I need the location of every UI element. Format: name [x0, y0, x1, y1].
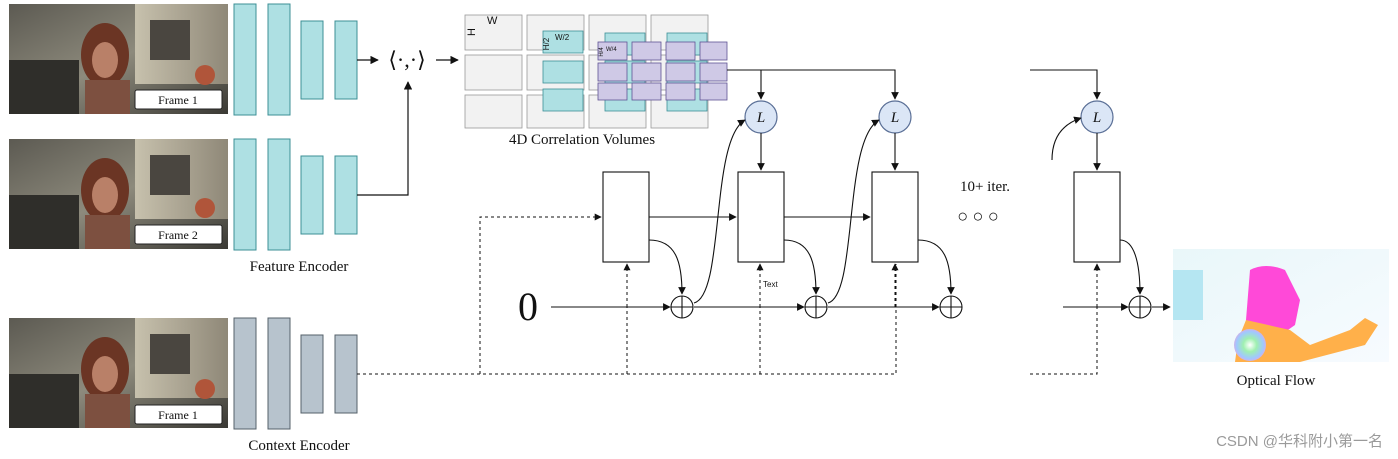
- input-frame-1: Frame 1: [9, 4, 228, 114]
- input-frame-2: Frame 2: [9, 139, 228, 249]
- arrow-block4-to-sum4: [1119, 239, 1144, 295]
- iteration-label: 10+ iter.: [960, 179, 1010, 195]
- update-block-2: [737, 171, 785, 263]
- optical-flow-image: [1173, 249, 1389, 362]
- context-layer: [267, 317, 291, 430]
- update-block-4: [1073, 171, 1121, 263]
- lookup-operator-2: L: [878, 100, 912, 134]
- feature-layer: [267, 3, 291, 116]
- feature-encoder-top: [233, 3, 358, 116]
- input-frame-context: Frame 1: [9, 318, 228, 428]
- level2-w-label: W/2: [555, 33, 570, 42]
- flow-region-cyan: [1173, 270, 1203, 320]
- feature-layer: [334, 20, 358, 100]
- lookup-2-label: L: [890, 110, 899, 126]
- flow-region-orange: [1235, 318, 1378, 362]
- context-layer: [300, 334, 324, 414]
- feature-encoder-label: Feature Encoder: [250, 259, 349, 275]
- frame-1-label: Frame 1: [158, 93, 198, 107]
- arrow-sum1-to-lookup: [693, 119, 746, 304]
- flow-region-rainbow: [1234, 329, 1266, 361]
- update-block-3: [871, 171, 919, 263]
- context-line-main: [357, 264, 897, 375]
- level3-w-label: W/4: [606, 47, 617, 53]
- level1-w-label: W: [487, 15, 498, 27]
- arrow-corr-to-lookup-3: [1030, 69, 1101, 100]
- feature-layer: [300, 20, 324, 100]
- flow-region-magenta: [1246, 266, 1300, 334]
- feature-layer: [267, 138, 291, 251]
- level2-h-label: H/2: [542, 37, 551, 50]
- feature-encoder-bottom: [233, 138, 358, 251]
- watermark: CSDN @华科附小第一名: [1216, 432, 1383, 450]
- sum-node-1: [670, 295, 694, 319]
- sum-node-4: [1128, 295, 1152, 319]
- arrow-block2-to-sum2: [783, 239, 820, 295]
- correlation-grid: [464, 14, 709, 129]
- lookup-3-label: L: [1092, 110, 1101, 126]
- level1-h-label: H: [466, 28, 478, 36]
- arrow-sum2-to-lookup: [827, 119, 880, 304]
- arrow-to-lookup-3: [1051, 116, 1082, 161]
- context-line-to-block1: [479, 213, 602, 374]
- lookup-1-label: L: [756, 110, 765, 126]
- lookup-operator-3: L: [1080, 100, 1114, 134]
- feature-layer: [233, 3, 257, 116]
- optical-flow-label: Optical Flow: [1237, 373, 1316, 389]
- iteration-ellipsis: ○ ○ ○: [957, 206, 999, 226]
- sum-node-2: [804, 295, 828, 319]
- context-line-block4: [1030, 307, 1098, 375]
- lookup-operator-1: L: [744, 100, 778, 134]
- zero-initial-flow: 0: [518, 284, 538, 329]
- context-encoder-label: Context Encoder: [248, 438, 349, 454]
- level3-h-label: H/4: [599, 47, 605, 57]
- update-block-1: [602, 171, 650, 263]
- frame-2-label: Frame 2: [158, 228, 198, 242]
- correlation-label: 4D Correlation Volumes: [509, 132, 655, 148]
- context-layer: [334, 334, 358, 414]
- dot-product-symbol: ⟨·,·⟩: [388, 47, 425, 72]
- correlation-volumes: W H W/2 H/2 W/4 H/4: [464, 14, 728, 129]
- arrow-block1-to-sum1: [648, 239, 686, 295]
- correlation-level-3: [597, 41, 728, 101]
- feature-layer: [300, 155, 324, 235]
- feature-layer: [233, 138, 257, 251]
- small-text-label: Text: [763, 280, 778, 289]
- feature-layer: [334, 155, 358, 235]
- arrow-frame2-to-dot: [357, 81, 413, 196]
- context-encoder: [233, 317, 358, 430]
- sum-node-3: [939, 295, 963, 319]
- arrow-block3-to-sum3: [917, 239, 955, 295]
- arrow-corr-to-lookup-2: [727, 69, 899, 100]
- context-layer: [233, 317, 257, 430]
- frame-3-label: Frame 1: [158, 408, 198, 422]
